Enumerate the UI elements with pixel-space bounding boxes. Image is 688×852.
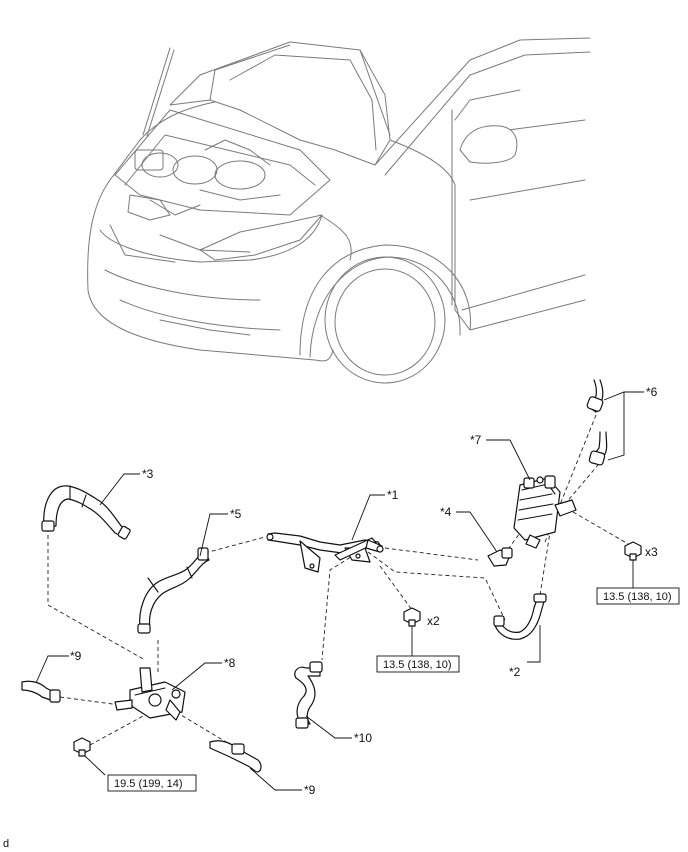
corner-mark: d bbox=[3, 838, 9, 850]
pipe-assembly-1 bbox=[266, 532, 384, 573]
hose-9-bottom bbox=[209, 740, 262, 773]
torque-value: 13.5 (138, 10) bbox=[383, 659, 452, 671]
label-2: *2 bbox=[509, 665, 521, 679]
torque-spec-1: 13.5 (138, 10) bbox=[596, 587, 680, 605]
label-1: *1 bbox=[387, 488, 399, 502]
torque-value: 13.5 (138, 10) bbox=[603, 591, 672, 603]
hose-3 bbox=[41, 485, 131, 540]
label-5: *5 bbox=[230, 507, 242, 521]
label-3: *3 bbox=[142, 467, 154, 481]
leader-lines bbox=[35, 391, 644, 791]
hose-2 bbox=[493, 593, 547, 640]
hose-6 bbox=[586, 379, 608, 466]
label-9-bottom: *9 bbox=[304, 783, 316, 797]
label-7: *7 bbox=[470, 433, 482, 447]
torque-spec-2: 13.5 (138, 10) bbox=[376, 655, 460, 673]
bolt-icon bbox=[624, 541, 642, 561]
label-8: *8 bbox=[224, 656, 236, 670]
bolt-icon bbox=[403, 607, 421, 627]
hose-5 bbox=[137, 547, 210, 634]
valve-8 bbox=[114, 667, 186, 721]
quantity-x2: x2 bbox=[427, 614, 440, 628]
hose-9-left bbox=[21, 680, 61, 703]
label-4: *4 bbox=[440, 505, 452, 519]
hose-10 bbox=[294, 661, 323, 729]
fitting-4 bbox=[487, 547, 513, 567]
label-9-left: *9 bbox=[70, 649, 82, 663]
part-labels: *3 *5 *1 *4 *7 *6 *2 *9 *8 *9 *10 x2 x3 bbox=[70, 385, 658, 797]
torque-spec-3: 19.5 (199, 14) bbox=[107, 774, 197, 792]
oil-cooler-7 bbox=[513, 475, 577, 549]
bolt-icon bbox=[73, 737, 91, 757]
torque-value: 19.5 (199, 14) bbox=[114, 778, 183, 790]
quantity-x3: x3 bbox=[645, 545, 658, 559]
label-6: *6 bbox=[646, 385, 658, 399]
vehicle-front-illustration bbox=[87, 37, 591, 384]
label-10: *10 bbox=[354, 731, 372, 745]
